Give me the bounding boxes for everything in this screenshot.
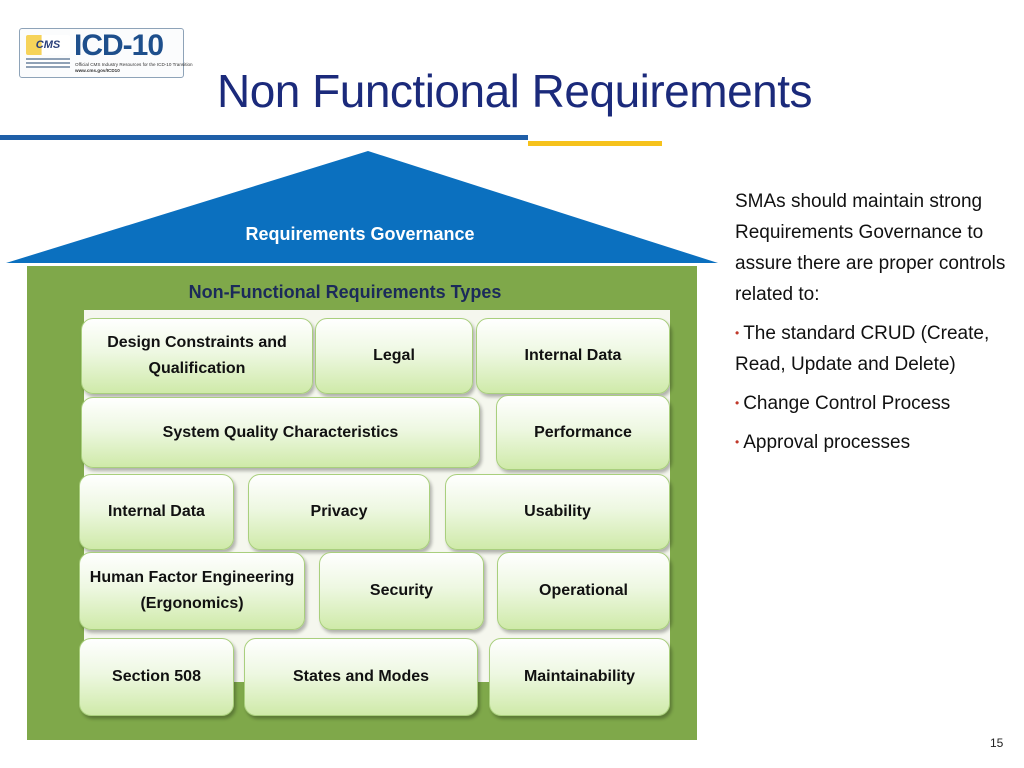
block-section-508: Section 508 bbox=[79, 638, 234, 716]
block-system-quality: System Quality Characteristics bbox=[81, 397, 480, 468]
logo-stripes bbox=[26, 58, 70, 68]
side-text: SMAs should maintain strong Requirements… bbox=[735, 186, 1010, 466]
side-bullet-change-control: •Change Control Process bbox=[735, 388, 1010, 419]
block-maintainability: Maintainability bbox=[489, 638, 670, 716]
block-internal-data-top: Internal Data bbox=[476, 318, 670, 394]
title-underline-blue bbox=[0, 135, 528, 140]
title-underline-yellow bbox=[528, 141, 662, 146]
slide-title: Non Functional Requirements bbox=[217, 65, 813, 117]
house-title: Non-Functional Requirements Types bbox=[188, 282, 502, 302]
bullet-icon: • bbox=[735, 326, 740, 340]
block-legal: Legal bbox=[315, 318, 473, 394]
logo-url: www.cms.gov/ICD10 bbox=[75, 68, 120, 73]
bullet-icon: • bbox=[735, 435, 740, 449]
block-performance: Performance bbox=[496, 395, 670, 470]
side-intro: SMAs should maintain strong Requirements… bbox=[735, 191, 1006, 305]
block-internal-data: Internal Data bbox=[79, 474, 234, 550]
side-bullet-crud: •The standard CRUD (Create, Read, Update… bbox=[735, 318, 1010, 380]
side-bullet-text: Approval processes bbox=[743, 432, 911, 453]
block-operational: Operational bbox=[497, 552, 670, 630]
roof-label: Requirements Governance bbox=[245, 224, 475, 244]
block-states-modes: States and Modes bbox=[244, 638, 478, 716]
side-bullet-text: The standard CRUD (Create, Read, Update … bbox=[735, 323, 990, 375]
block-human-factor: Human Factor Engineering (Ergonomics) bbox=[79, 552, 305, 630]
block-security: Security bbox=[319, 552, 484, 630]
logo-wordmark: ICD-10 bbox=[74, 29, 164, 62]
governance-roof bbox=[6, 151, 718, 263]
logo-tagline: Official CMS Industry Resources for the … bbox=[75, 62, 193, 67]
side-bullet-text: Change Control Process bbox=[743, 393, 951, 414]
page-number: 15 bbox=[990, 736, 1004, 750]
block-usability: Usability bbox=[445, 474, 670, 550]
block-design-constraints: Design Constraints and Qualification bbox=[81, 318, 313, 394]
roof-triangle bbox=[6, 151, 718, 263]
bullet-icon: • bbox=[735, 396, 740, 410]
block-privacy: Privacy bbox=[248, 474, 430, 550]
side-bullet-approval: •Approval processes bbox=[735, 427, 1010, 458]
cms-icd10-logo: CMS ICD-10 Official CMS Industry Resourc… bbox=[19, 28, 193, 78]
cms-logo-mark: CMS bbox=[26, 35, 70, 55]
